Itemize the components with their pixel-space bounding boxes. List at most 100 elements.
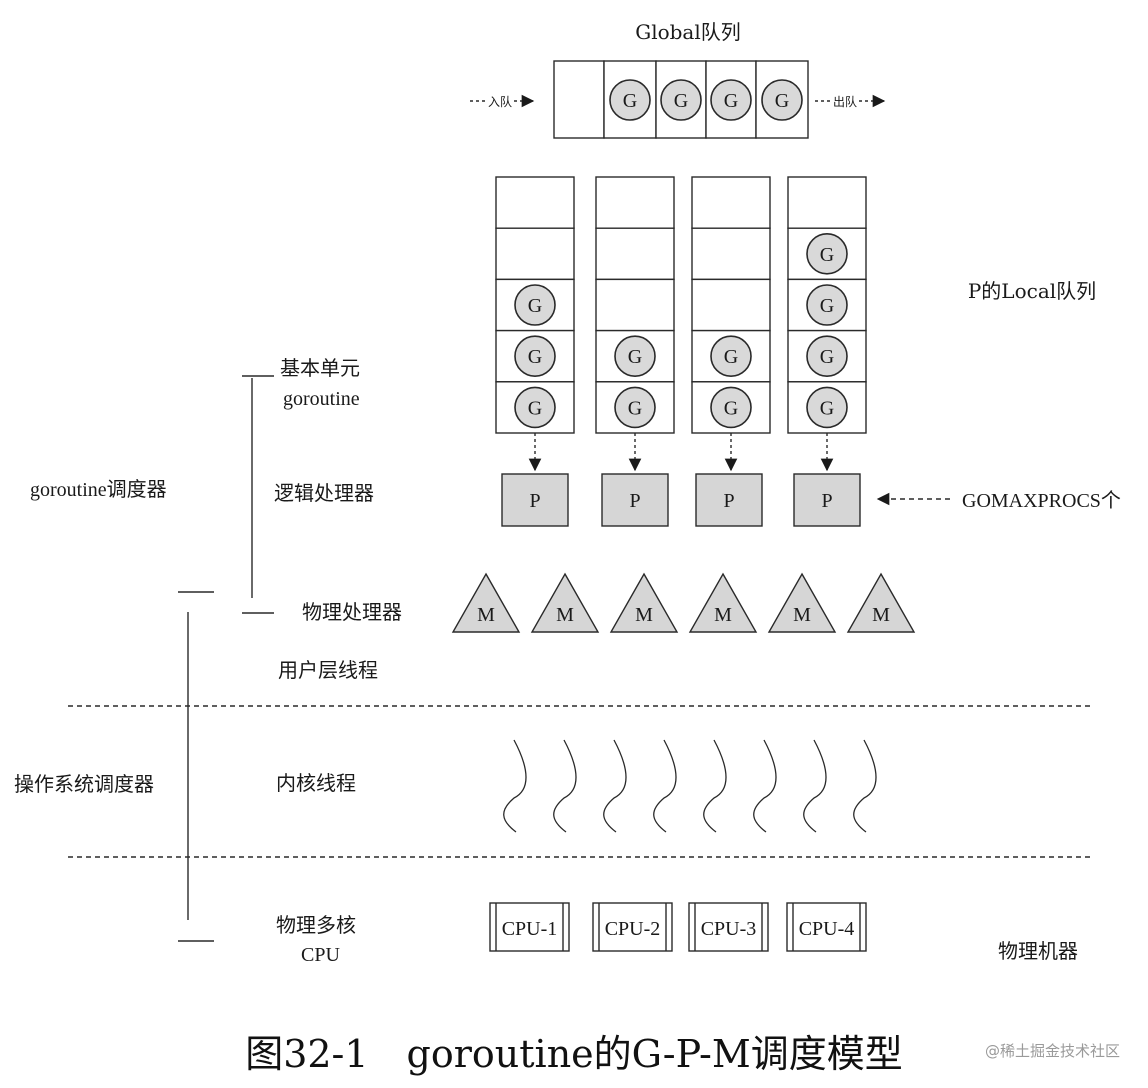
goroutine-g: G: [609, 79, 651, 121]
cpu-core: CPU-3: [688, 902, 769, 952]
svg-text:G: G: [724, 90, 738, 112]
local-queue-slot: G: [595, 381, 675, 434]
svg-text:G: G: [820, 244, 834, 266]
local-queue-slot: G: [691, 381, 771, 434]
goroutine-g: G: [514, 335, 556, 378]
local-queue-slot: [595, 176, 675, 229]
local-queue-slot: G: [691, 329, 771, 383]
svg-text:G: G: [628, 346, 642, 368]
svg-text:G: G: [775, 90, 789, 112]
kernel-thread: [653, 739, 677, 833]
kernel-thread-label: 内核线程: [276, 771, 356, 795]
svg-text:G: G: [724, 346, 738, 368]
scheduler-brackets: [178, 375, 274, 942]
local-queue-slot: [691, 278, 771, 332]
goroutine-g: G: [514, 284, 556, 326]
svg-text:G: G: [820, 397, 834, 419]
local-queue: GGG: [495, 176, 575, 472]
processor-p: P: [695, 473, 763, 527]
cpu-core: CPU-2: [592, 902, 673, 952]
machine-m: M: [846, 572, 916, 633]
svg-text:M: M: [793, 604, 811, 626]
kernel-thread: [703, 739, 727, 833]
svg-text:G: G: [820, 295, 834, 317]
goroutine-g: G: [710, 335, 752, 378]
goroutine-g: G: [614, 335, 656, 378]
local-queue-slot: G: [787, 278, 867, 332]
kernel-thread: [553, 739, 577, 833]
gomaxprocs-arrow: GOMAXPROCS个: [876, 489, 1121, 512]
figure-caption: 图32-1 goroutine的G-P-M调度模型: [245, 1032, 903, 1076]
goroutine-scheduler-label: goroutine调度器: [30, 478, 167, 501]
os-scheduler-label: 操作系统调度器: [14, 772, 154, 796]
watermark: @稀土掘金技术社区: [985, 1042, 1120, 1060]
physical-processor-label: 物理处理器: [302, 600, 402, 624]
global-queue-slot: G: [755, 60, 809, 139]
local-queue: GG: [595, 176, 675, 472]
goroutine-g: G: [806, 386, 848, 429]
svg-text:G: G: [724, 397, 738, 419]
svg-text:M: M: [556, 604, 574, 626]
svg-text:CPU-4: CPU-4: [799, 918, 855, 940]
svg-text:P: P: [529, 490, 540, 512]
svg-text:G: G: [820, 346, 834, 368]
svg-text:M: M: [635, 604, 653, 626]
local-queue-slot: [495, 227, 575, 281]
global-queue-slot: G: [655, 60, 707, 139]
machine-m: M: [767, 572, 837, 633]
kernel-threads: [503, 739, 877, 833]
kernel-thread: [803, 739, 827, 833]
machine-m: M: [530, 572, 600, 633]
local-queue-slot: G: [495, 278, 575, 332]
processor-p: P: [501, 473, 569, 527]
svg-text:CPU-3: CPU-3: [701, 918, 757, 940]
cpu-core: CPU-4: [786, 902, 867, 952]
gomaxprocs-label: GOMAXPROCS个: [962, 489, 1121, 512]
svg-text:P: P: [821, 490, 832, 512]
svg-text:CPU-2: CPU-2: [605, 918, 661, 940]
svg-text:M: M: [714, 604, 732, 626]
local-queue-slot: G: [495, 329, 575, 383]
goroutine-g: G: [761, 79, 803, 121]
local-queue-title: P的Local队列: [968, 279, 1096, 303]
kernel-thread: [603, 739, 627, 833]
goroutine-g: G: [660, 79, 702, 121]
svg-text:M: M: [872, 604, 890, 626]
processor-p: P: [601, 473, 669, 527]
enqueue-label: 入队: [488, 94, 512, 109]
svg-text:P: P: [723, 490, 734, 512]
dequeue-arrow: 出队: [815, 94, 886, 109]
logical-processor-label: 逻辑处理器: [274, 481, 374, 505]
local-queue-slot: [787, 176, 867, 229]
goroutine-g: G: [514, 386, 556, 429]
global-queue-title: Global队列: [635, 20, 741, 44]
svg-text:G: G: [623, 90, 637, 112]
physical-machine-label: 物理机器: [998, 939, 1078, 963]
svg-text:M: M: [477, 604, 495, 626]
goroutine-g: G: [710, 386, 752, 429]
kernel-thread: [753, 739, 777, 833]
svg-text:G: G: [628, 397, 642, 419]
local-queue-slot: G: [595, 329, 675, 383]
local-queue-slot: G: [787, 227, 867, 281]
svg-text:G: G: [528, 346, 542, 368]
goroutine-g: G: [614, 386, 656, 429]
local-queue-slot: [595, 278, 675, 332]
local-queue: GG: [691, 176, 771, 472]
svg-text:G: G: [528, 397, 542, 419]
goroutine-g: G: [806, 233, 848, 275]
multicore-label: 物理多核: [276, 913, 356, 937]
svg-text:CPU-1: CPU-1: [502, 918, 558, 940]
dequeue-label: 出队: [833, 94, 857, 109]
machine-m: M: [688, 572, 758, 633]
local-queue-slot: G: [787, 381, 867, 434]
local-queue-slot: [691, 176, 771, 229]
enqueue-arrow: 入队: [470, 94, 535, 109]
